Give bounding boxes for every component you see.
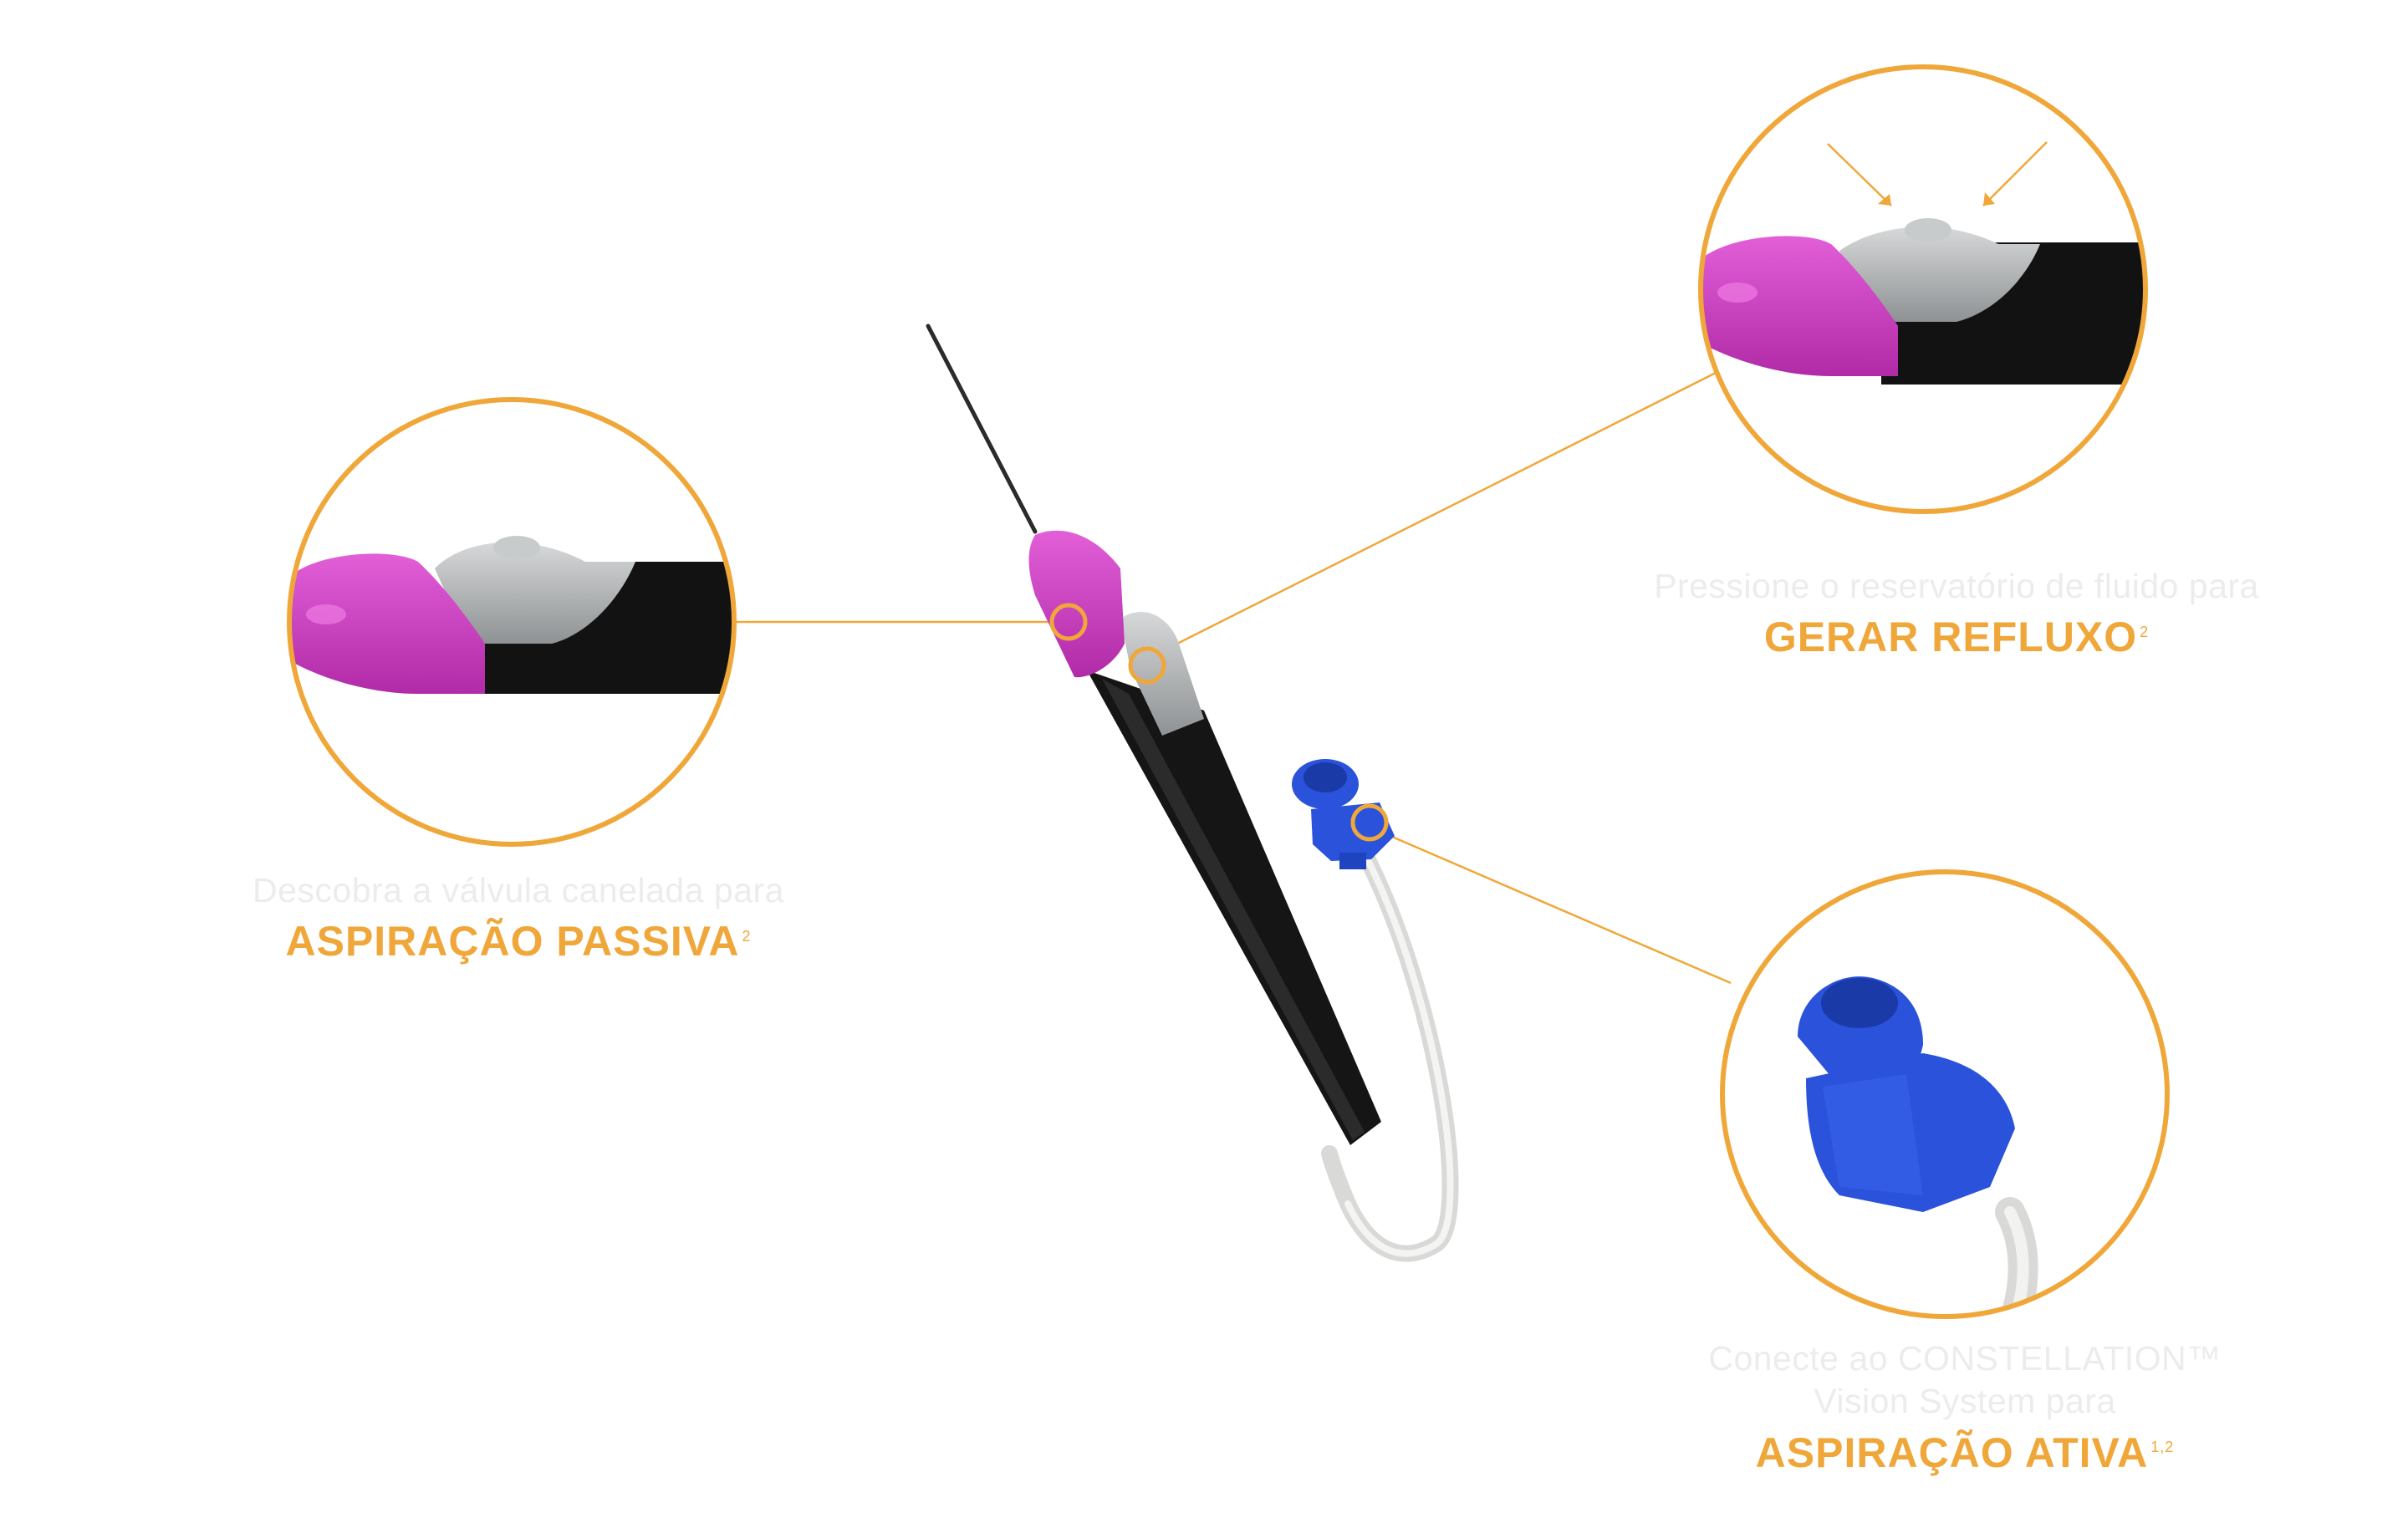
caption-refluxo-heading-text: GERAR REFLUXO	[1763, 614, 2138, 661]
caption-ativa-description-line2: Vision System para	[1814, 1382, 2116, 1421]
caption-ativa-description-line1: Conecte ao CONSTELLATION™	[1708, 1339, 2222, 1378]
caption-passiva: Descobra a válvula canelada para ASPIRAÇ…	[184, 869, 853, 965]
vitrectomy-probe-device	[926, 323, 1459, 1262]
blue-connector	[1292, 759, 1395, 869]
caption-refluxo-footnote: 2	[2140, 623, 2150, 640]
marker-ativa[interactable]	[1350, 803, 1389, 842]
zoom-circle-ativa	[1720, 869, 2170, 1319]
probe-needle	[926, 323, 1038, 534]
marker-passiva[interactable]	[1049, 603, 1088, 641]
caption-ativa-footnote: 1,2	[2150, 1438, 2175, 1455]
caption-ativa: Conecte ao CONSTELLATION™ Vision System …	[1589, 1337, 2341, 1477]
caption-passiva-heading-text: ASPIRAÇÃO PASSIVA	[285, 918, 740, 965]
caption-refluxo: Pressione o reservatório de fluido para …	[1555, 565, 2358, 661]
caption-refluxo-description: Pressione o reservatório de fluido para	[1654, 567, 2259, 605]
probe-tip	[1028, 530, 1125, 678]
caption-passiva-description: Descobra a válvula canelada para	[253, 871, 784, 909]
caption-passiva-footnote: 2	[742, 927, 752, 945]
callout-line-ativa	[1385, 833, 1732, 985]
zoom-circle-passiva	[287, 397, 737, 847]
marker-refluxo[interactable]	[1128, 646, 1166, 685]
caption-ativa-heading-text: ASPIRAÇÃO ATIVA	[1755, 1429, 2149, 1476]
callout-line-refluxo	[1163, 369, 1722, 652]
zoom-circle-refluxo	[1698, 64, 2148, 514]
